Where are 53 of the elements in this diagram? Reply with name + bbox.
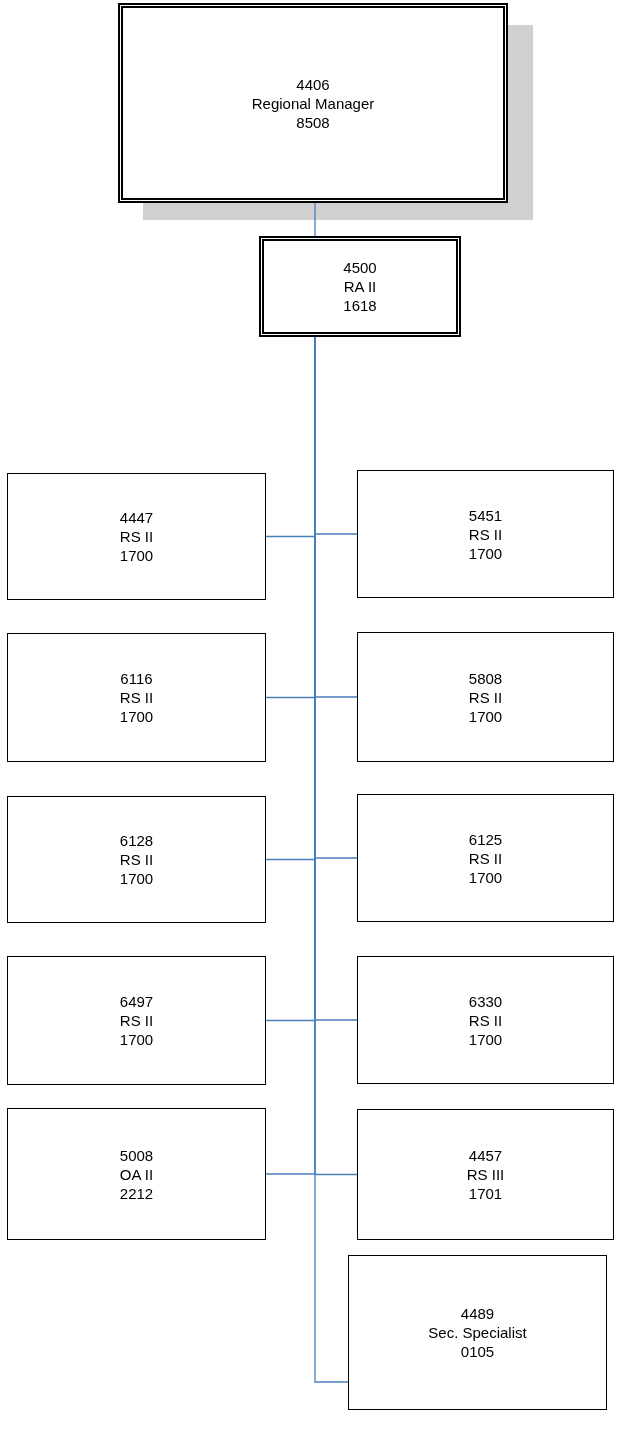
position-text: 1701: [468, 1184, 503, 1203]
position-box: [118, 3, 508, 203]
position-box: [357, 1109, 614, 1240]
position-text: 1700: [119, 707, 154, 726]
position-text: 2212: [119, 1183, 154, 1203]
position-text: 5008: [119, 1145, 154, 1165]
position-text: 6497: [119, 992, 154, 1011]
position-text: 1618: [343, 296, 377, 315]
position-text: RA II: [343, 277, 377, 296]
position-text: RS II: [468, 848, 503, 868]
position-text: 1700: [119, 546, 154, 565]
position-text: 4500: [343, 258, 377, 277]
position-text: 1700: [468, 1029, 503, 1049]
position-text: 1700: [468, 543, 503, 563]
position-text: 1700: [119, 869, 154, 888]
position-text: Regional Manager: [251, 93, 375, 113]
position-box: [7, 796, 266, 923]
position-box: [357, 632, 614, 762]
position-text: 6128: [119, 831, 154, 850]
position-text: 5451: [468, 505, 503, 525]
position-box: [357, 956, 614, 1084]
connector-line: [314, 202, 316, 237]
position-box: [7, 956, 266, 1085]
position-text: 6116: [120, 669, 153, 688]
position-text: 4447: [119, 508, 154, 527]
position-text: 6330: [468, 991, 503, 1011]
position-text: RS II: [119, 1011, 154, 1030]
position-text: 4489: [460, 1304, 495, 1323]
position-text: 0105: [460, 1342, 495, 1361]
position-text: 1700: [468, 867, 503, 887]
position-box: [7, 1108, 266, 1240]
position-text: RS II: [119, 527, 154, 546]
position-box: [259, 236, 461, 337]
position-box: [348, 1255, 607, 1410]
position-text: RS II: [468, 524, 503, 544]
position-box: [357, 470, 614, 598]
position-box: [357, 794, 614, 922]
position-box: [7, 633, 266, 762]
position-text: 1700: [468, 706, 503, 726]
position-text: Sec. Specialist: [428, 1323, 527, 1342]
position-text: 1700: [119, 1030, 154, 1049]
position-text: OA II: [119, 1164, 154, 1184]
position-text: 6125: [468, 829, 503, 849]
position-text: 4457: [468, 1146, 503, 1165]
position-text: 5808: [468, 668, 503, 688]
position-text: 4406: [296, 74, 330, 94]
position-text: RS II: [119, 688, 154, 707]
position-box: [7, 473, 266, 600]
position-text: RS III: [466, 1165, 505, 1184]
position-text: 8508: [296, 112, 330, 132]
position-text: RS II: [468, 687, 503, 707]
position-text: RS II: [119, 850, 154, 869]
position-text: RS II: [468, 1010, 503, 1030]
